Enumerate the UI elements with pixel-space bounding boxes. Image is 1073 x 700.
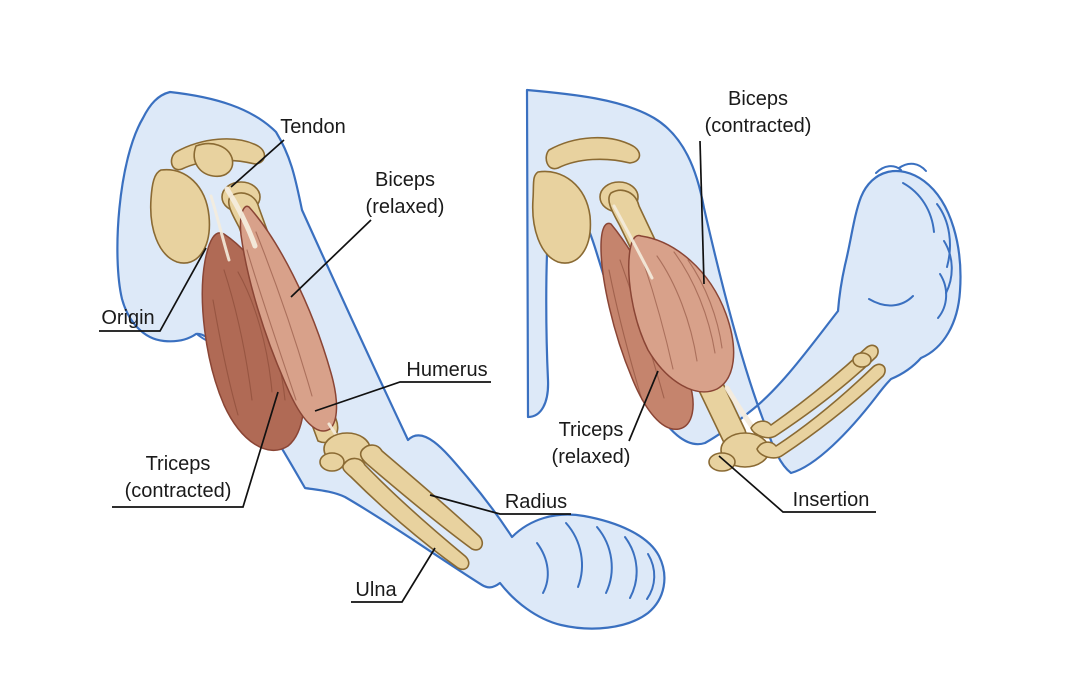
- leader-insertion: [718, 455, 876, 513]
- leader-triceps-relaxed: [628, 370, 659, 442]
- right-wrist-bone: [852, 352, 872, 368]
- leader-humerus: [314, 381, 491, 412]
- label-biceps-contracted: Biceps (contracted): [704, 88, 812, 137]
- label-insertion: Insertion: [792, 489, 870, 511]
- label-triceps-relaxed: Triceps (relaxed): [551, 419, 631, 468]
- leader-lines: [99, 139, 876, 603]
- right-radius-bone: [750, 344, 879, 439]
- leader-ulna: [351, 547, 436, 603]
- left-fist-finger-lines: [536, 522, 656, 600]
- label-tendon: Tendon: [280, 116, 346, 138]
- label-radius: Radius: [504, 491, 568, 513]
- leader-radius: [429, 494, 571, 515]
- label-humerus: Humerus: [406, 359, 488, 381]
- label-ulna: Ulna: [355, 579, 397, 601]
- right-biceps-contracted-muscle: [628, 234, 735, 393]
- right-arm-flexed: [525, 88, 962, 475]
- left-ulna-bone: [342, 457, 470, 571]
- left-elbow-joint: [319, 432, 371, 472]
- right-elbow-joint: [708, 432, 770, 472]
- leader-tendon: [230, 139, 285, 188]
- right-ulna-bone: [756, 363, 886, 459]
- label-origin: Origin: [101, 307, 155, 329]
- leader-biceps-relaxed: [290, 219, 372, 298]
- left-arm-extended: [116, 90, 666, 630]
- label-triceps-contracted: Triceps (contracted): [124, 453, 232, 502]
- leader-triceps-contracted: [112, 391, 279, 508]
- leader-biceps-contracted: [699, 140, 705, 285]
- leader-origin: [99, 247, 207, 332]
- label-biceps-relaxed: Biceps (relaxed): [365, 169, 445, 218]
- right-fist-finger-lines: [868, 162, 953, 319]
- left-radius-bone: [359, 444, 484, 551]
- left-biceps-relaxed-muscle: [239, 205, 338, 432]
